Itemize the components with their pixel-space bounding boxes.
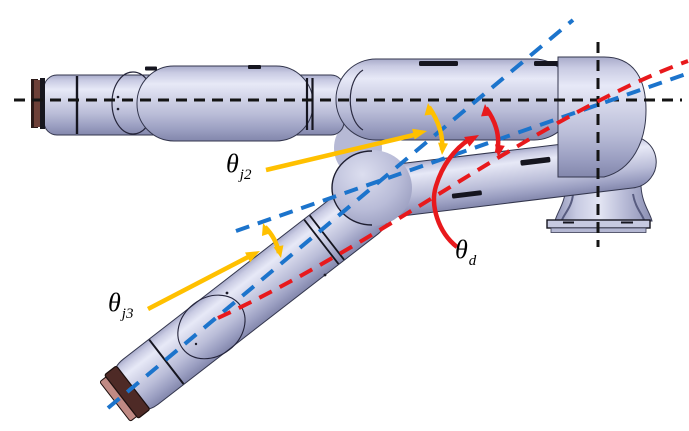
theta-j3-leader <box>146 251 260 311</box>
theta-d-leader <box>431 135 479 249</box>
left-end-cap <box>34 80 40 127</box>
theta-j2-arc <box>424 103 449 155</box>
theta-j2-label: θj2 <box>226 149 251 183</box>
theta-d-base: θ <box>455 235 468 264</box>
upper-arm-lobe-left <box>136 65 314 142</box>
robot-arm <box>31 56 657 422</box>
theta-j3-arc <box>261 223 284 258</box>
theta-j3-subscript: j3 <box>121 306 134 322</box>
theta-j3-label: θj3 <box>108 288 133 322</box>
theta-j2-leader <box>265 128 427 173</box>
elbow-joint <box>331 150 412 226</box>
theta-j2-base: θ <box>226 149 239 178</box>
theta-j3-base: θ <box>108 288 121 317</box>
upper-arm <box>31 58 575 142</box>
desired-direction-line <box>217 59 689 320</box>
theta-d-label: θd <box>455 235 476 269</box>
forearm-axis-line <box>106 18 575 410</box>
theta-d-subscript: d <box>468 253 477 269</box>
upper-arm-axis-line <box>235 71 689 233</box>
wrist-cover-ellipse <box>177 294 246 360</box>
theta-d-arc <box>481 104 505 157</box>
theta-j2-subscript: j2 <box>239 167 252 183</box>
wrist-seam <box>148 339 185 385</box>
